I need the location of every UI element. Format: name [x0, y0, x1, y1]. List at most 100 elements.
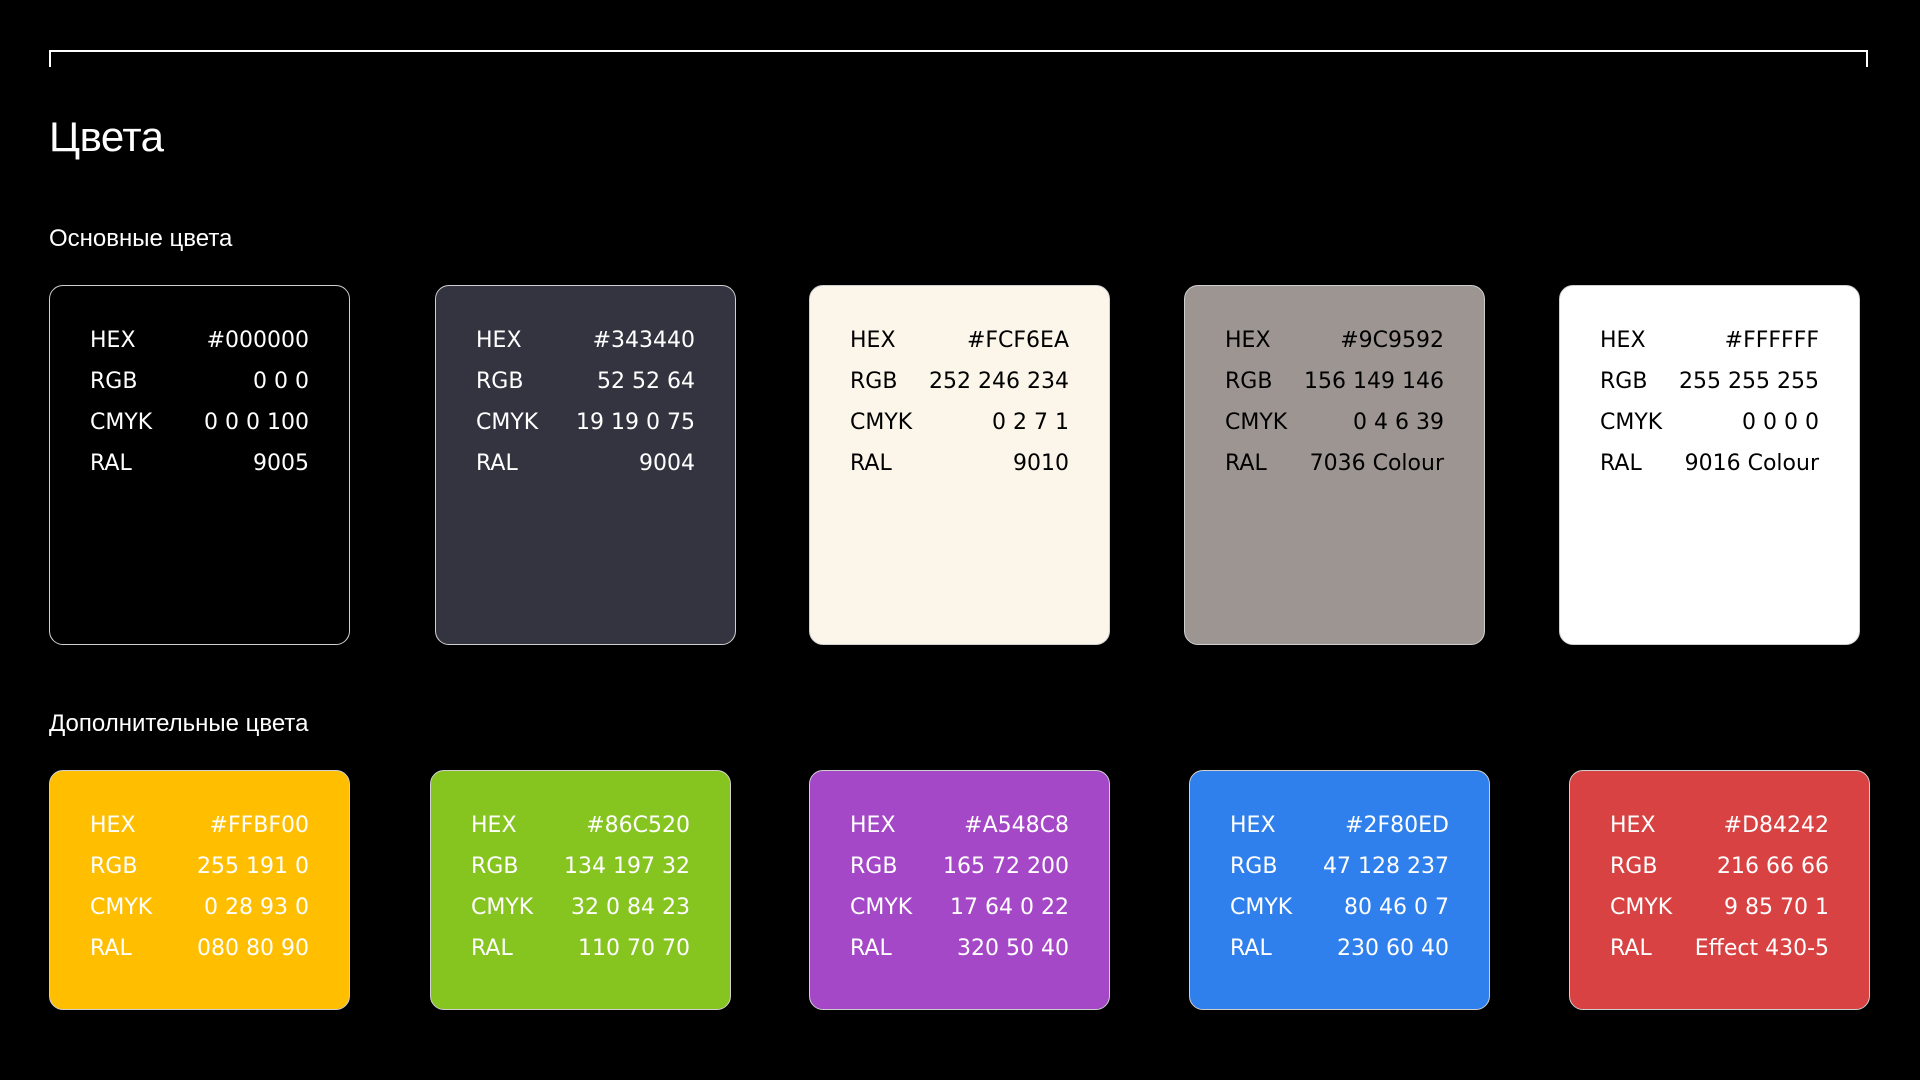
spec-label: HEX: [90, 328, 136, 353]
cmyk-value: 32 0 84 23: [571, 895, 690, 920]
spec-row-rgb: RGB 47 128 237: [1230, 846, 1449, 887]
hex-value: #000000: [206, 328, 309, 353]
hex-value: #86C520: [586, 813, 690, 838]
cmyk-value: 0 28 93 0: [204, 895, 309, 920]
rgb-value: 255 191 0: [197, 854, 309, 879]
spec-label: RGB: [1225, 369, 1273, 394]
spec-label: RAL: [1230, 936, 1272, 961]
spec-label: RAL: [850, 451, 892, 476]
spec-row-ral: RAL Effect 430-5: [1610, 928, 1829, 969]
spec-label: RAL: [1225, 451, 1267, 476]
hex-value: #FFBF00: [209, 813, 309, 838]
cmyk-value: 80 46 0 7: [1344, 895, 1449, 920]
spec-row-rgb: RGB 52 52 64: [476, 361, 695, 402]
rgb-value: 216 66 66: [1717, 854, 1829, 879]
cmyk-value: 0 0 0 100: [204, 410, 309, 435]
spec-label: RGB: [471, 854, 519, 879]
hex-value: #FCF6EA: [966, 328, 1069, 353]
hex-value: #A548C8: [964, 813, 1069, 838]
spec-row-hex: HEX#9C9592: [1225, 320, 1444, 361]
spec-row-ral: RAL 9010: [850, 443, 1069, 484]
swatch-card: HEX #000000 RGB 0 0 0 CMYK 0 0 0 100 RAL 900…: [49, 285, 350, 645]
hex-value: #D84242: [1723, 813, 1829, 838]
spec-label: RGB: [850, 369, 898, 394]
rgb-value: 52 52 64: [597, 369, 695, 394]
hex-value: #343440: [592, 328, 695, 353]
spec-label: RAL: [90, 451, 132, 476]
rgb-value: 156 149 146: [1304, 369, 1444, 394]
spec-row-cmyk: CMYK 80 46 0 7: [1230, 887, 1449, 928]
spec-row-rgb: RGB 252 246 234: [850, 361, 1069, 402]
spec-row-ral: RAL 9005: [90, 443, 309, 484]
spec-label: RGB: [90, 369, 138, 394]
spec-row-hex: HEX #343440: [476, 320, 695, 361]
cmyk-value: 0 2 7 1: [992, 410, 1069, 435]
spec-row-cmyk: CMYK 0 0 0 0: [1600, 402, 1819, 443]
spec-label: HEX: [1600, 328, 1646, 353]
spec-row-rgb: RGB 156 149 146: [1225, 361, 1444, 402]
spec-label: HEX: [850, 813, 896, 838]
spec-label: HEX: [1610, 813, 1656, 838]
spec-label: HEX: [1225, 328, 1271, 353]
ral-value: 080 80 90: [197, 936, 309, 961]
hex-value: #FFFFFF: [1724, 328, 1819, 353]
ral-value: Effect 430-5: [1694, 936, 1829, 961]
spec-label: RGB: [476, 369, 524, 394]
section-title-extra: Дополнительные цвета: [49, 710, 309, 737]
ral-value: 9016 Colour: [1684, 451, 1819, 476]
rgb-value: 165 72 200: [943, 854, 1069, 879]
rgb-value: 47 128 237: [1323, 854, 1449, 879]
ral-value: 9005: [253, 451, 309, 476]
spec-label: CMYK: [1225, 410, 1288, 435]
section-title-primary: Основные цвета: [49, 225, 233, 252]
cmyk-value: 17 64 0 22: [950, 895, 1069, 920]
spec-row-hex: HEX #000000: [90, 320, 309, 361]
spec-label: RGB: [90, 854, 138, 879]
spec-label: CMYK: [1600, 410, 1663, 435]
spec-label: CMYK: [1230, 895, 1293, 920]
rgb-value: 0 0 0: [253, 369, 309, 394]
ral-value: 9010: [1013, 451, 1069, 476]
rgb-value: 255 255 255: [1679, 369, 1819, 394]
spec-label: HEX: [476, 328, 522, 353]
spec-label: CMYK: [90, 410, 153, 435]
spec-row-hex: HEX #FCF6EA: [850, 320, 1069, 361]
spec-label: HEX: [850, 328, 896, 353]
cmyk-value: 19 19 0 75: [576, 410, 695, 435]
cmyk-value: 9 85 70 1: [1724, 895, 1829, 920]
spec-row-hex: HEX #FFBF00: [90, 805, 309, 846]
spec-row-hex: HEX #FFFFFF: [1600, 320, 1819, 361]
cmyk-value: 0 0 0 0: [1742, 410, 1819, 435]
spec-row-hex: HEX #D84242: [1610, 805, 1829, 846]
spec-row-hex: HEX #A548C8: [850, 805, 1069, 846]
rgb-value: 252 246 234: [929, 369, 1069, 394]
page-title: Цвета: [49, 113, 164, 160]
spec-label: CMYK: [1610, 895, 1673, 920]
swatch-card: HEX #FFFFFF RGB 255 255 255 CMYK 0 0 0 0 RA…: [1559, 285, 1860, 645]
spec-label: RAL: [1610, 936, 1652, 961]
spec-label: CMYK: [850, 895, 913, 920]
spec-label: RAL: [471, 936, 513, 961]
spec-label: HEX: [90, 813, 136, 838]
spec-row-hex: HEX#86C520: [471, 805, 690, 846]
spec-row-rgb: RGB 255 255 255: [1600, 361, 1819, 402]
spec-row-cmyk: CMYK 17 64 0 22: [850, 887, 1069, 928]
spec-label: RGB: [1600, 369, 1648, 394]
spec-label: RGB: [1230, 854, 1278, 879]
